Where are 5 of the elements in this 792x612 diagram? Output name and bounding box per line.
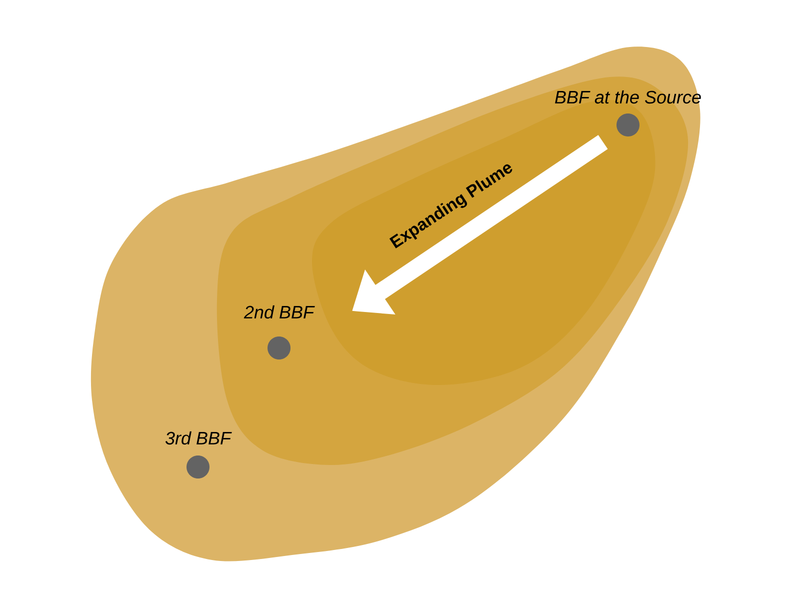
site-dot [616,114,640,136]
site-dot [268,336,290,360]
site-label: 3rd BBF [165,431,232,445]
site-dot [186,456,210,478]
site-label: 2nd BBF [244,305,315,319]
